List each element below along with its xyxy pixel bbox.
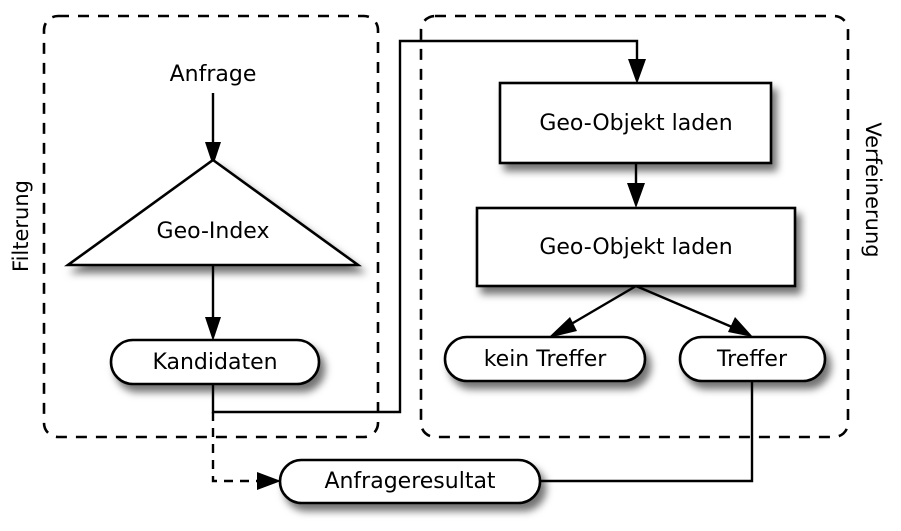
edge-anfrage-to-geoindex <box>205 93 221 166</box>
node-geo-objekt-laden-2-label: Geo-Objekt laden <box>539 235 732 260</box>
group-filterung-label: Filterung <box>9 180 33 272</box>
node-anfrage: Anfrage <box>170 62 257 87</box>
node-treffer-shape <box>678 335 827 383</box>
edge-laden1-to-laden2 <box>627 163 645 208</box>
node-kandidaten[interactable]: Kandidaten <box>109 338 321 386</box>
node-anfrageresultat-shape <box>278 458 542 505</box>
node-anfrageresultat-label: Anfrageresultat <box>324 469 495 494</box>
node-kandidaten-label: Kandidaten <box>152 350 277 375</box>
node-geo-index-label: Geo-Index <box>157 219 270 244</box>
node-geo-objekt-laden-1-shape <box>498 81 773 165</box>
node-anfrageresultat[interactable]: Anfrageresultat <box>278 458 542 505</box>
node-kein-treffer-label: kein Treffer <box>484 347 608 372</box>
edge-kandidaten-to-resultat <box>211 412 281 490</box>
node-geo-objekt-laden-1-label: Geo-Objekt laden <box>539 111 732 136</box>
node-geo-objekt-laden-1[interactable]: Geo-Objekt laden <box>498 81 773 165</box>
node-geo-objekt-laden-2[interactable]: Geo-Objekt laden <box>475 206 797 288</box>
edge-laden2-to-kein-treffer <box>548 284 637 338</box>
group-filterung-border <box>42 14 380 439</box>
node-geo-objekt-laden-2-shape <box>475 206 797 288</box>
edge-kandidaten-to-laden1 <box>211 39 646 414</box>
group-verfeinerung-label: Verfeinerung <box>861 122 885 257</box>
node-geo-index[interactable]: Geo-Index <box>63 158 363 267</box>
node-treffer[interactable]: Treffer <box>678 335 827 383</box>
group-verfeinerung: Verfeinerung <box>419 14 885 439</box>
node-kandidaten-shape <box>109 338 321 386</box>
node-kein-treffer-shape <box>443 335 647 383</box>
node-treffer-label: Treffer <box>716 347 788 372</box>
group-filterung: Filterung <box>9 14 380 439</box>
edge-treffer-to-resultat <box>540 381 754 483</box>
node-geo-index-shape <box>63 158 363 267</box>
edge-laden2-to-treffer <box>635 284 753 337</box>
edge-geoindex-to-kandidaten <box>205 266 221 341</box>
node-kein-treffer[interactable]: kein Treffer <box>443 335 647 383</box>
